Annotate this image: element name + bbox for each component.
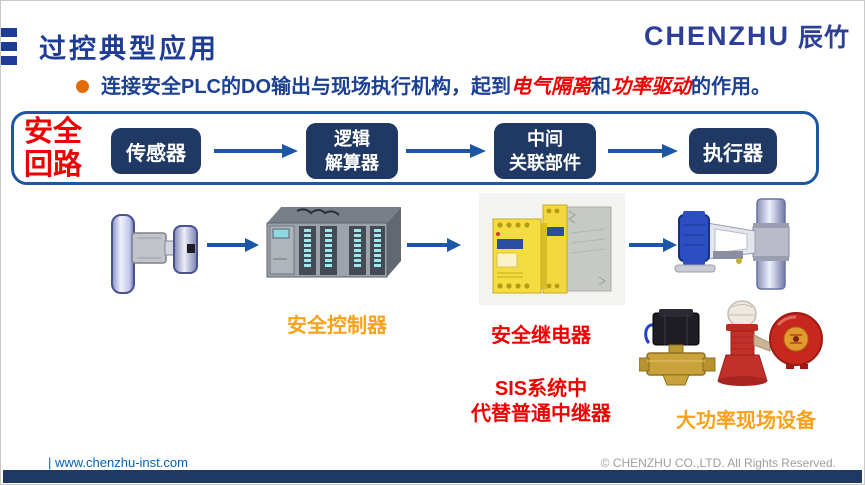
caption-field-devices: 大功率现场设备 [676, 410, 816, 432]
website-link[interactable]: | www.chenzhu-inst.com [48, 455, 188, 470]
header-bar-decoration [1, 56, 17, 65]
safety-loop-label: 安全 回路 [24, 116, 82, 182]
caption-safety-controller: 安全控制器 [287, 315, 387, 337]
flow-arrow-icon [207, 238, 259, 252]
flow-node-sensor: 传感器 [111, 128, 201, 174]
caption-sis-line1: SIS系统中 [494, 378, 588, 400]
copyright-text: © CHENZHU CO.,LTD. All Rights Reserved. [600, 456, 836, 470]
flow-node-intermediate-parts: 中间 关联部件 [494, 123, 596, 179]
bullet-emphasis-electrical-isolation: 电气隔离 [511, 76, 591, 98]
alarm-horn-image [717, 300, 771, 386]
bullet-emphasis-power-drive: 功率驱动 [611, 76, 691, 98]
caption-sis-line2: 代替普通中继器 [471, 403, 611, 425]
flow-node-logic-solver: 逻辑 解算器 [306, 123, 398, 179]
page-title: 过控典型应用 [39, 34, 219, 64]
flow-node-actuator: 执行器 [689, 128, 777, 174]
fire-bell-image [769, 312, 823, 369]
flow-node-label: 关联部件 [509, 153, 581, 173]
bullet-icon [76, 80, 89, 93]
footer-bar [3, 470, 862, 483]
flow-node-label: 逻辑 [334, 129, 370, 149]
bullet-conjunction: 和 [591, 76, 611, 98]
logo-text-en: CHENZHU [644, 20, 790, 51]
flow-arrow-icon [629, 238, 677, 252]
safety-loop-box: 安全 回路 传感器 逻辑 解算器 中间 关联部件 执行器 [11, 111, 819, 185]
bullet-sentence: 连接安全PLC的DO输出与现场执行机构，起到电气隔离和功率驱动的作用。 [101, 70, 771, 99]
bullet-prefix: 连接安全PLC的DO输出与现场执行机构，起到 [101, 76, 511, 98]
flow-arrow-icon [407, 238, 461, 252]
bullet-suffix: 的作用。 [691, 76, 771, 98]
flow-node-label: 中间 [527, 129, 563, 149]
safety-loop-label-line1: 安全 [24, 116, 83, 148]
safety-plc-image [266, 207, 401, 278]
flow-node-label: 解算器 [325, 153, 379, 173]
safety-relay-image [479, 193, 625, 305]
solenoid-valve-image [639, 309, 716, 386]
flow-arrow-icon [406, 144, 486, 158]
flow-node-label: 传感器 [126, 142, 186, 165]
chenzhu-logo: CHENZHU 辰竹 [644, 18, 850, 54]
logo-text-cn: 辰竹 [798, 24, 851, 52]
pressure-transmitter-image [111, 214, 198, 294]
caption-safety-relay: 安全继电器 [491, 325, 591, 347]
flow-arrow-icon [608, 144, 678, 158]
header-bar-decoration [1, 42, 17, 51]
safety-loop-label-line2: 回路 [24, 149, 83, 181]
flow-arrow-icon [214, 144, 298, 158]
flow-node-label: 执行器 [703, 142, 763, 165]
header-bar-decoration [1, 28, 17, 37]
control-valve-image [674, 198, 790, 290]
